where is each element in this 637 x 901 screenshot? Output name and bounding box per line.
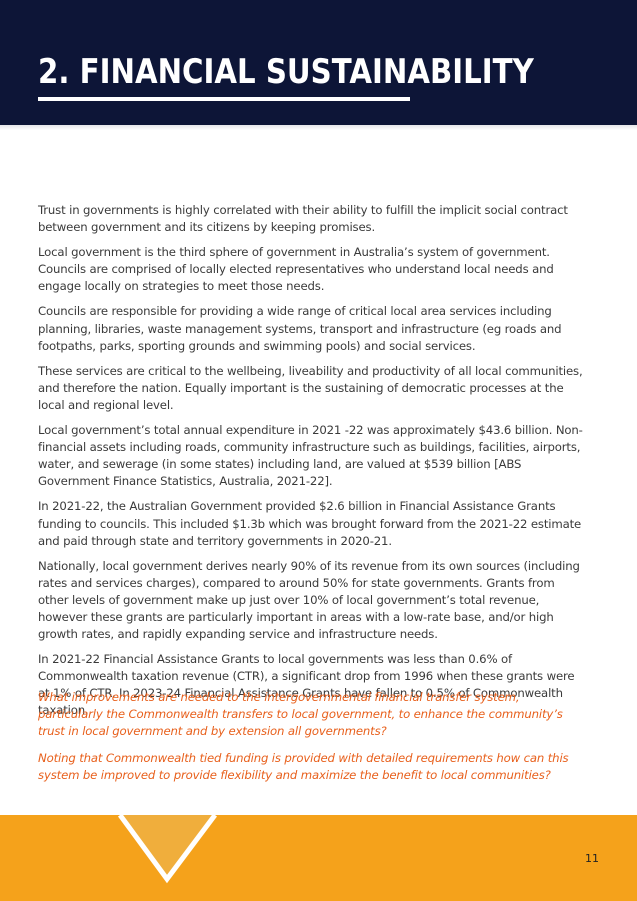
title-underline (38, 97, 410, 101)
section-title: 2. FINANCIAL SUSTAINABILITY (38, 52, 534, 92)
body-text: Trust in governments is highly correlate… (38, 202, 583, 728)
page-number: 11 (585, 852, 599, 865)
paragraph: These services are critical to the wellb… (38, 363, 583, 412)
question: What improvements are needed to the inte… (38, 690, 563, 739)
paragraph: Councils are responsible for providing a… (38, 304, 562, 353)
footer-band (0, 815, 637, 901)
paragraph: Local government is the third sphere of … (38, 245, 554, 294)
footer-band-fill (0, 815, 637, 901)
paragraph: In 2021-22 Financial Assistance Grants t… (38, 652, 575, 718)
footer-notch (120, 815, 215, 879)
paragraph: In 2021-22, the Australian Government pr… (38, 499, 582, 548)
paragraph: Local government’s total annual expendit… (38, 423, 583, 489)
paragraph: Nationally, local government derives nea… (38, 558, 580, 642)
footer-notch-outline (117, 815, 217, 884)
paragraph: Trust in governments is highly correlate… (38, 203, 568, 235)
header-shadow (0, 125, 637, 130)
consultation-questions: What improvements are needed to the inte… (38, 689, 583, 794)
question: Noting that Commonwealth tied funding is… (38, 751, 569, 783)
section-header (0, 0, 637, 125)
